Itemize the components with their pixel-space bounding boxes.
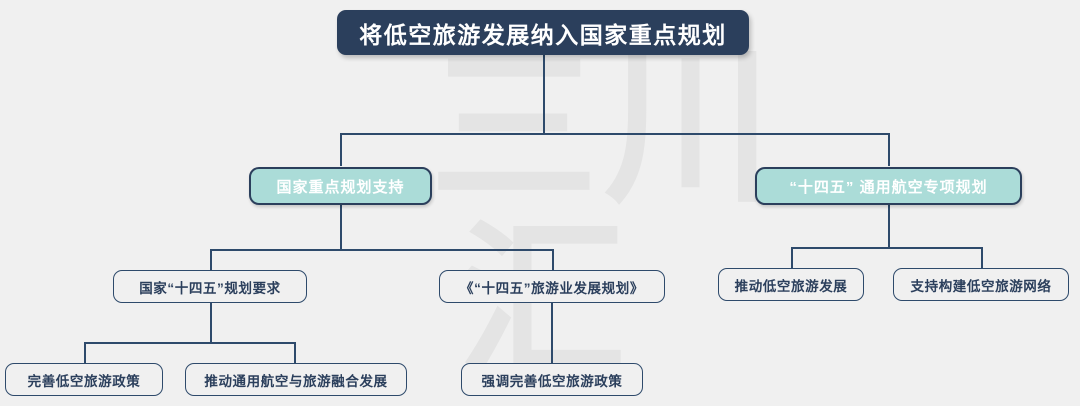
connector-left-child1-up	[210, 249, 212, 271]
node-branch-national-plan-label: 国家重点规划支持	[276, 178, 405, 196]
node-branch-aviation-plan-label: “十四五” 通用航空专项规划	[789, 178, 988, 196]
node-aviation-tourism-integration[interactable]: 推动通用航空与旅游融合发展	[185, 363, 407, 396]
node-improve-lowalt-policy-label: 完善低空旅游政策	[27, 373, 141, 389]
node-improve-lowalt-policy[interactable]: 完善低空旅游政策	[5, 363, 163, 396]
connector-l3a-bus	[84, 342, 296, 344]
connector-right-child2-up	[981, 247, 983, 269]
node-emphasize-lowalt-policy-label: 强调完善低空旅游政策	[481, 373, 623, 389]
node-branch-aviation-plan[interactable]: “十四五” 通用航空专项规划	[755, 167, 1022, 205]
node-emphasize-lowalt-policy[interactable]: 强调完善低空旅游政策	[461, 363, 643, 396]
node-branch-national-plan[interactable]: 国家重点规划支持	[249, 167, 432, 205]
node-promote-lowalt-tourism-label: 推动低空旅游发展	[734, 278, 848, 294]
node-14th-plan-requirement-label: 国家“十四五”规划要求	[139, 280, 281, 296]
connector-to-branch-left	[340, 133, 342, 166]
node-support-tourism-network[interactable]: 支持构建低空旅游网络	[893, 268, 1069, 301]
connector-l3a-down	[210, 302, 212, 344]
node-root-title[interactable]: 将低空旅游发展纳入国家重点规划	[337, 10, 749, 55]
connector-right-child1-up	[791, 247, 793, 269]
connector-right-branch-bus	[791, 247, 983, 249]
node-support-tourism-network-label: 支持构建低空旅游网络	[910, 278, 1052, 294]
connector-leaf1-up	[84, 342, 86, 364]
connector-leaf2-up	[294, 342, 296, 364]
node-root-title-label: 将低空旅游发展纳入国家重点规划	[359, 21, 727, 48]
connector-left-branch-down	[340, 205, 342, 250]
node-14th-plan-requirement[interactable]: 国家“十四五”规划要求	[113, 270, 307, 303]
connector-title-down	[543, 54, 545, 134]
node-tourism-dev-plan-label: 《“十四五”旅游业发展规划》	[460, 280, 644, 296]
connector-left-branch-bus	[210, 249, 554, 251]
watermark-top: 三川	[430, 30, 778, 226]
connector-right-branch-down	[888, 205, 890, 248]
connector-l3b-down	[551, 302, 553, 364]
connector-left-child2-up	[552, 249, 554, 271]
connector-to-branch-right	[888, 133, 890, 166]
node-aviation-tourism-integration-label: 推动通用航空与旅游融合发展	[204, 373, 388, 389]
node-promote-lowalt-tourism[interactable]: 推动低空旅游发展	[718, 268, 864, 301]
node-tourism-dev-plan[interactable]: 《“十四五”旅游业发展规划》	[439, 270, 665, 303]
connector-level2-bus	[340, 133, 890, 135]
